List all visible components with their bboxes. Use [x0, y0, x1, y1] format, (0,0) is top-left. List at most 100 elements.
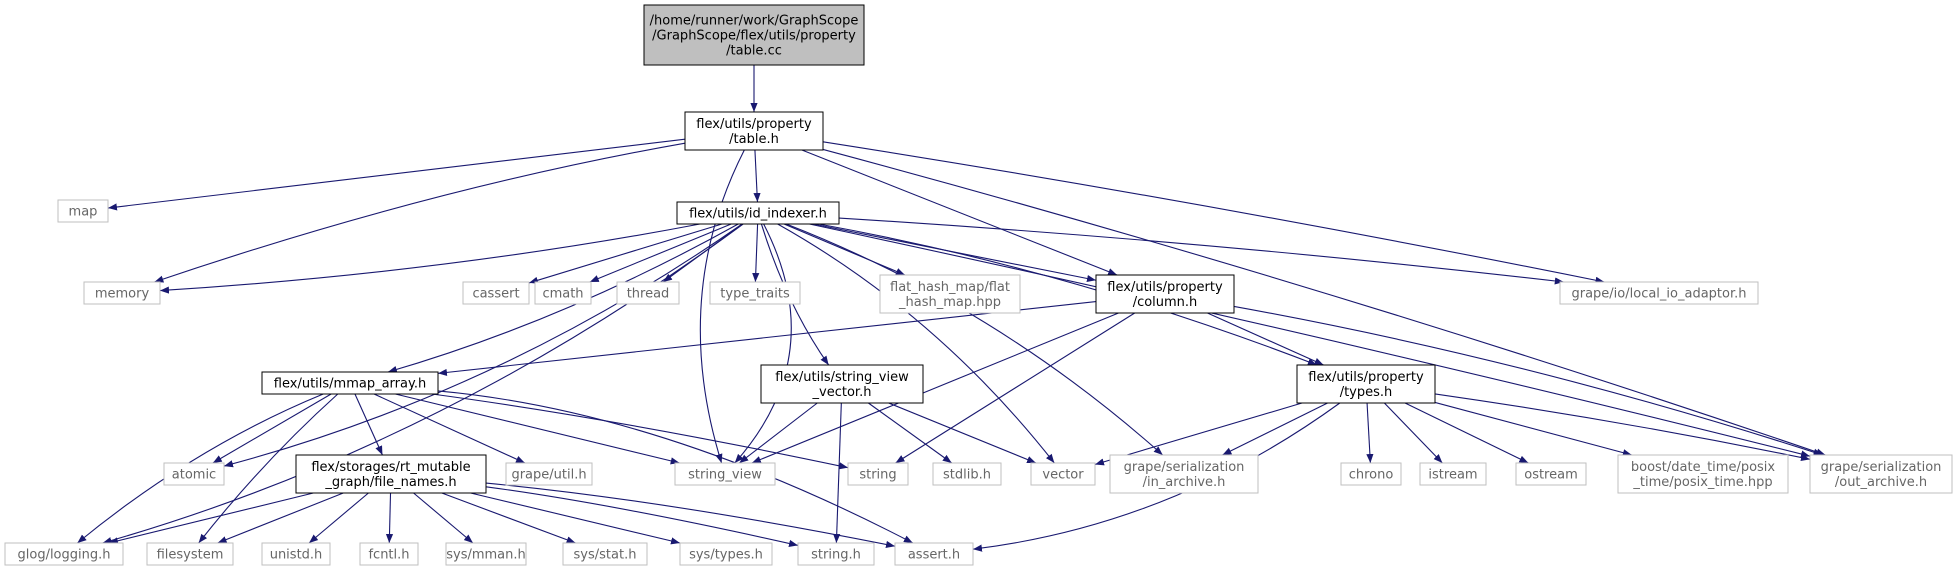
node-sys-stat[interactable]: sys/stat.h: [562, 542, 648, 566]
node-box: [562, 542, 648, 566]
edge-table_h-to-memory: [154, 142, 686, 283]
edge-types_h-to-assert_h: [972, 402, 1341, 552]
node-in-archive[interactable]: grape/serialization/in_archive.h: [1109, 454, 1259, 494]
edge-file_names-to-sys_stat: [441, 492, 576, 544]
node-box: [894, 542, 974, 566]
node-thread[interactable]: thread: [616, 281, 680, 305]
node-vector[interactable]: vector: [1030, 462, 1096, 486]
node-chrono[interactable]: chrono: [1340, 462, 1402, 486]
node-ostream[interactable]: ostream: [1515, 462, 1587, 486]
node-sys-mman[interactable]: sys/mman.h: [445, 542, 527, 566]
edge-id_indexer-to-flat_hash_map: [783, 223, 906, 276]
node-label: _time/posix_time.hpp: [1632, 475, 1772, 490]
node-box: [261, 371, 439, 395]
node-types-h[interactable]: flex/utils/property/types.h: [1296, 364, 1436, 404]
node-box: [709, 281, 801, 305]
node-table-h[interactable]: flex/utils/property/table.h: [684, 111, 824, 151]
node-label: vector: [1042, 468, 1084, 483]
node-box: [643, 4, 865, 66]
node-box: [760, 364, 924, 404]
node-cassert[interactable]: cassert: [462, 281, 530, 305]
node-label: /table.cc: [726, 44, 782, 59]
node-label: grape/util.h: [511, 468, 586, 483]
edge-id_indexer-to-types_h: [818, 223, 1318, 366]
node-string-view-vector[interactable]: flex/utils/string_view_vector.h: [760, 364, 924, 404]
node-box: [1419, 462, 1487, 486]
node-map[interactable]: map: [57, 199, 109, 223]
node-label: atomic: [172, 468, 216, 483]
node-label: string_view: [688, 468, 762, 483]
node-box: [1030, 462, 1096, 486]
node-label: /table.h: [729, 132, 779, 147]
node-atomic[interactable]: atomic: [163, 462, 225, 486]
node-label: flex/utils/property: [696, 117, 812, 132]
node-label: memory: [95, 287, 150, 302]
node-stdlib[interactable]: stdlib.h: [932, 462, 1002, 486]
node-posix-time[interactable]: boost/date_time/posix_time/posix_time.hp…: [1617, 454, 1789, 494]
edge-column_h-to-types_h: [1207, 312, 1324, 366]
node-label: sys/stat.h: [574, 548, 637, 563]
node-label: filesystem: [157, 548, 224, 563]
node-label: _vector.h: [812, 385, 872, 400]
node-grape-util[interactable]: grape/util.h: [505, 462, 593, 486]
node-label: type_traits: [720, 287, 790, 302]
node-box: [1095, 274, 1235, 314]
node-string[interactable]: string: [847, 462, 909, 486]
node-memory[interactable]: memory: [83, 281, 161, 305]
edge-id_indexer-to-mmap_array: [387, 223, 739, 373]
node-flat-hash-map[interactable]: flat_hash_map/flat_hash_map.hpp: [879, 274, 1021, 314]
node-sys-types[interactable]: sys/types.h: [679, 542, 773, 566]
edge-file_names-to-assert_h: [485, 482, 896, 548]
node-box: [534, 281, 592, 305]
edge-table_h-to-id_indexer: [753, 149, 761, 203]
node-glog[interactable]: glog/logging.h: [4, 542, 124, 566]
node-root[interactable]: /home/runner/work/GraphScope/GraphScope/…: [643, 4, 865, 66]
node-type-traits[interactable]: type_traits: [709, 281, 801, 305]
edge-mmap_array-to-atomic: [212, 393, 332, 464]
edge-id_indexer-to-memory: [159, 223, 701, 294]
edge-column_h-to-mmap_array: [437, 300, 1097, 376]
edge-mmap_array-to-glog: [77, 393, 324, 544]
node-box: [146, 542, 234, 566]
node-label: stdlib.h: [943, 468, 991, 483]
node-string-h[interactable]: string.h: [797, 542, 875, 566]
node-box: [261, 542, 331, 566]
node-box: [1515, 462, 1587, 486]
node-box: [879, 274, 1021, 314]
node-cmath[interactable]: cmath: [534, 281, 592, 305]
node-file-names[interactable]: flex/storages/rt_mutable_graph/file_name…: [295, 454, 487, 494]
node-fcntl[interactable]: fcntl.h: [359, 542, 419, 566]
node-box: [1559, 281, 1759, 305]
node-local-io[interactable]: grape/io/local_io_adaptor.h: [1559, 281, 1759, 305]
edge-file_names-to-sys_mman: [413, 492, 474, 544]
edge-types_h-to-in_archive: [1222, 402, 1328, 456]
node-column-h[interactable]: flex/utils/property/column.h: [1095, 274, 1235, 314]
edge-types_h-to-out_archive: [1434, 393, 1811, 462]
node-unistd[interactable]: unistd.h: [261, 542, 331, 566]
node-box: [797, 542, 875, 566]
node-assert-h[interactable]: assert.h: [894, 542, 974, 566]
node-box: [505, 462, 593, 486]
node-label: flex/utils/id_indexer.h: [689, 207, 827, 222]
node-label: flat_hash_map/flat: [890, 280, 1010, 295]
node-filesystem[interactable]: filesystem: [146, 542, 234, 566]
node-box: [847, 462, 909, 486]
node-label: _hash_map.hpp: [898, 295, 1001, 310]
node-id-indexer[interactable]: flex/utils/id_indexer.h: [676, 201, 840, 225]
edge-id_indexer-to-cmath: [589, 223, 732, 283]
node-label: cassert: [472, 287, 519, 302]
node-box: [83, 281, 161, 305]
node-box: [57, 199, 109, 223]
node-label: flex/utils/mmap_array.h: [274, 377, 426, 392]
edge-string_view_vector-to-vector: [888, 402, 1037, 464]
node-mmap-array[interactable]: flex/utils/mmap_array.h: [261, 371, 439, 395]
edge-types_h-to-istream: [1383, 402, 1443, 464]
node-label: flex/utils/property: [1107, 280, 1223, 295]
node-istream[interactable]: istream: [1419, 462, 1487, 486]
node-out-archive[interactable]: grape/serialization/out_archive.h: [1809, 454, 1953, 494]
edge-file_names-to-glog: [108, 492, 314, 545]
edge-id_indexer-to-local_io: [838, 217, 1564, 285]
node-string-view[interactable]: string_view: [674, 462, 776, 486]
edge-column_h-to-string: [895, 312, 1136, 464]
edge-types_h-to-chrono: [1366, 402, 1374, 464]
